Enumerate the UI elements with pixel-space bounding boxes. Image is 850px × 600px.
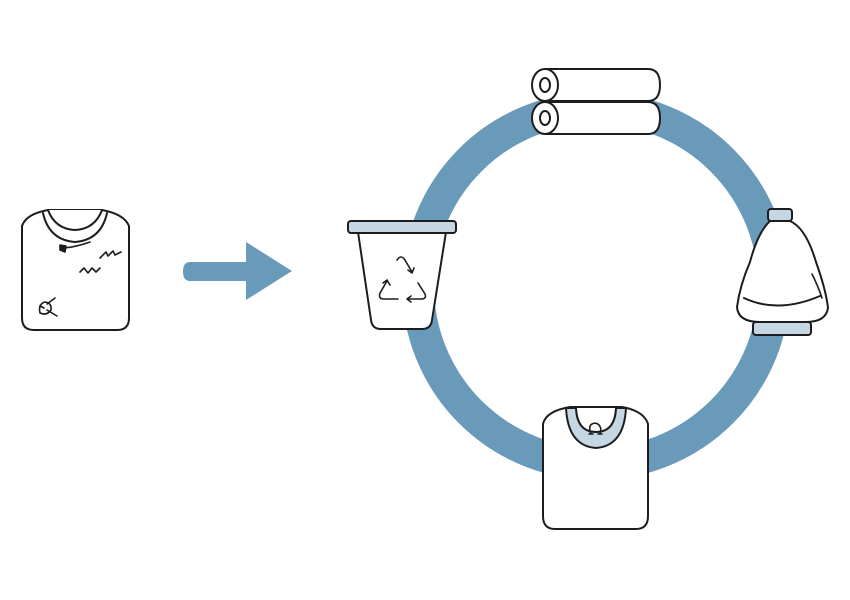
- recycling-bin-icon: [347, 220, 457, 330]
- fabric-rolls-icon: [531, 68, 661, 135]
- new-folded-tshirt-icon: [542, 406, 649, 530]
- yarn-spool-icon: [736, 208, 829, 336]
- right-arrow-icon: [183, 242, 292, 300]
- worn-folded-tshirt-icon: [21, 209, 130, 331]
- recycle-symbol-icon: [378, 256, 427, 303]
